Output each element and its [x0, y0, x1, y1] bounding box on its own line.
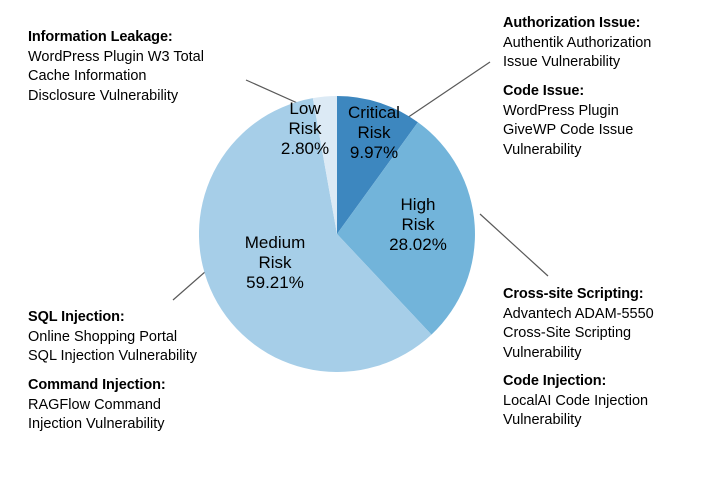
annotation-command-injection-body: RAGFlow Command Injection Vulnerability [28, 396, 258, 435]
annotation-code-injection: Code Injection: LocalAI Code Injection V… [503, 372, 713, 431]
annotation-authorization-issue: Authorization Issue: Authentik Authoriza… [503, 14, 713, 73]
annotation-cross-site-scripting-body: Advantech ADAM-5550 Cross-Site Scripting… [503, 305, 713, 364]
pie-chart-svg [199, 96, 475, 372]
annotation-information-leakage-body: WordPress Plugin W3 Total Cache Informat… [28, 48, 258, 107]
annotation-information-leakage-line2: Cache Information [28, 68, 147, 84]
annotation-code-issue-line3: Vulnerability [503, 141, 582, 158]
annotation-information-leakage-line3: Disclosure Vulnerability [28, 87, 179, 104]
annotation-sql-injection-heading: SQL Injection: [28, 309, 125, 325]
annotation-authorization-issue-heading: Authorization Issue: [503, 15, 641, 31]
annotation-cross-site-scripting: Cross-site Scripting: Advantech ADAM-555… [503, 285, 713, 363]
annotation-code-issue: Code Issue: WordPress Plugin GiveWP Code… [503, 82, 713, 160]
pie-slice-high-risk[interactable] [337, 122, 475, 335]
annotation-sql-injection-line2: SQL Injection Vulnerability [28, 348, 197, 364]
annotation-command-injection-line1: RAGFlow Command [28, 396, 161, 413]
pie-slice-medium-risk[interactable] [199, 98, 432, 372]
annotation-information-leakage-line1: WordPress Plugin W3 Total [28, 48, 204, 65]
annotation-command-injection-line2: Injection Vulnerability [28, 416, 165, 432]
annotation-command-injection-heading: Command Injection: [28, 377, 166, 393]
annotation-code-issue-heading: Code Issue: [503, 83, 585, 99]
annotation-code-injection-heading: Code Injection: [503, 373, 607, 389]
annotation-authorization-issue-body: Authentik Authorization Issue Vulnerabil… [503, 34, 713, 73]
annotation-code-injection-line1: LocalAI Code Injection [503, 392, 649, 409]
leader-line-cross-site-scripting [479, 213, 549, 277]
pie-chart [199, 96, 475, 372]
annotation-cross-site-scripting-line1: Advantech ADAM-5550 [503, 305, 654, 322]
pie-slice-low-risk[interactable] [312, 96, 337, 234]
annotation-sql-injection: SQL Injection: Online Shopping Portal SQ… [28, 308, 258, 367]
annotation-information-leakage-heading: Information Leakage: [28, 29, 173, 45]
annotation-code-issue-body: WordPress Plugin GiveWP Code Issue Vulne… [503, 102, 713, 161]
annotation-authorization-issue-line2: Issue Vulnerability [503, 54, 621, 70]
annotation-code-issue-line2: GiveWP Code Issue [503, 122, 634, 138]
annotation-code-issue-line1: WordPress Plugin [503, 102, 619, 119]
annotation-cross-site-scripting-line3: Vulnerability [503, 344, 582, 361]
annotation-authorization-issue-line1: Authentik Authorization [503, 34, 652, 51]
annotation-code-injection-line2: Vulnerability [503, 412, 582, 428]
annotation-command-injection: Command Injection: RAGFlow Command Injec… [28, 376, 258, 435]
annotation-sql-injection-line1: Online Shopping Portal [28, 328, 178, 345]
annotation-cross-site-scripting-heading: Cross-site Scripting: [503, 286, 644, 302]
annotation-code-injection-body: LocalAI Code Injection Vulnerability [503, 392, 713, 431]
annotation-cross-site-scripting-line2: Cross-Site Scripting [503, 325, 632, 341]
annotation-information-leakage: Information Leakage: WordPress Plugin W3… [28, 28, 258, 106]
annotation-sql-injection-body: Online Shopping Portal SQL Injection Vul… [28, 328, 258, 367]
pie-slice-critical-risk[interactable] [337, 96, 418, 234]
